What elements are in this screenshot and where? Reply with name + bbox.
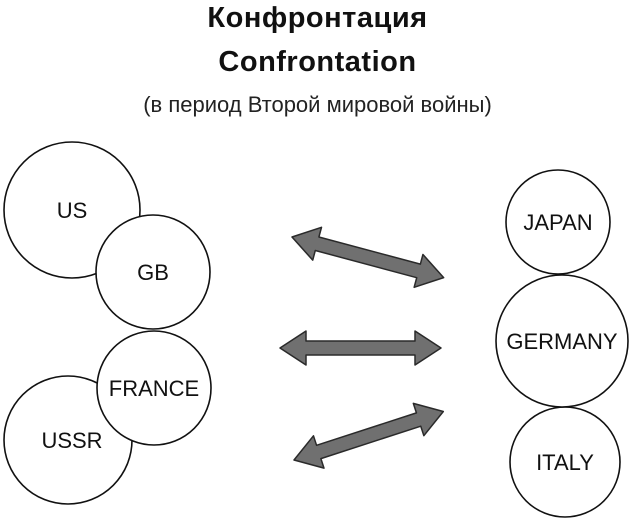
gb-node: GB [95,214,211,330]
title-russian: Конфронтация [207,2,428,34]
gb-label: GB [137,260,169,285]
japan-label: JAPAN [523,210,592,235]
italy-label: ITALY [536,450,594,475]
middle-double-arrow [279,330,442,366]
japan-node: JAPAN [505,169,611,275]
italy-node: ITALY [509,406,621,518]
us-label: US [57,198,88,223]
france-label: FRANCE [109,376,199,401]
ussr-label: USSR [41,428,102,453]
germany-label: GERMANY [506,329,618,354]
upper-double-arrow [291,226,445,289]
germany-node: GERMANY [495,274,629,408]
subtitle: (в период Второй мировой войны) [143,92,492,117]
title-english: Confrontation [218,46,417,78]
lower-double-arrow [293,402,445,469]
france-node: FRANCE [96,330,212,446]
